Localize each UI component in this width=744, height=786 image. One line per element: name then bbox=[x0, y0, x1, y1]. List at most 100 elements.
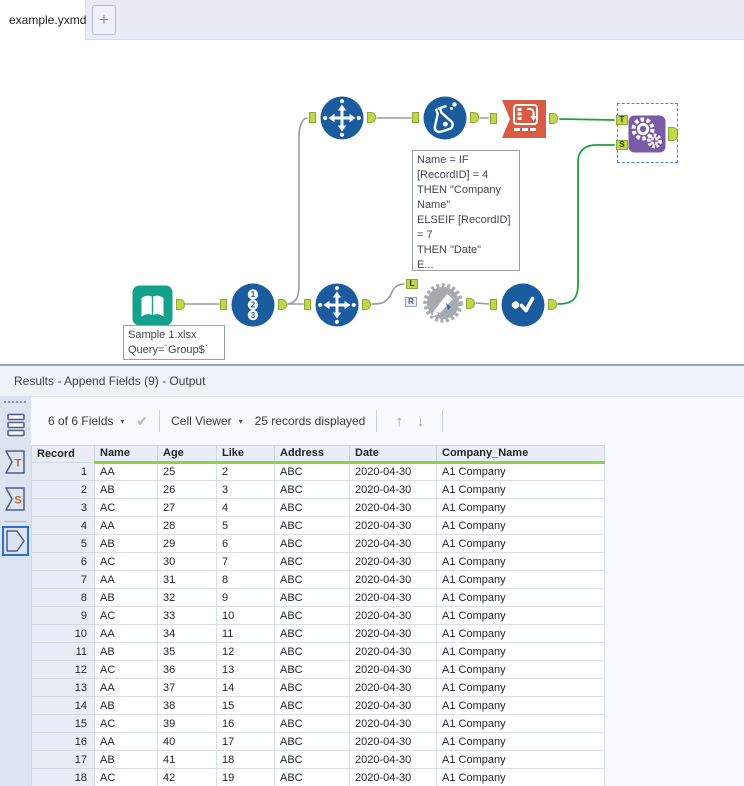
data-cell[interactable]: 28 bbox=[157, 516, 217, 535]
select-input-anchor[interactable] bbox=[490, 299, 497, 310]
data-cell[interactable]: A1 Company bbox=[436, 678, 605, 697]
data-cell[interactable]: AB bbox=[94, 534, 158, 553]
record-number-cell[interactable]: 2 bbox=[31, 480, 95, 499]
data-cell[interactable]: 2020-04-30 bbox=[349, 678, 437, 697]
data-cell[interactable]: AA bbox=[94, 570, 158, 589]
data-cell[interactable]: 18 bbox=[216, 750, 275, 769]
data-cell[interactable]: 2020-04-30 bbox=[349, 480, 437, 499]
record-id-tool[interactable]: 1 2 3 bbox=[231, 283, 275, 332]
cell-viewer-dropdown[interactable]: Cell Viewer ▾ bbox=[171, 414, 242, 428]
record-number-cell[interactable]: 8 bbox=[31, 588, 95, 607]
data-cell[interactable]: A1 Company bbox=[436, 714, 605, 733]
scroll-down-button[interactable]: ↓ bbox=[416, 412, 425, 430]
column-header-like[interactable]: Like bbox=[216, 445, 275, 464]
data-cell[interactable]: AA bbox=[94, 678, 158, 697]
data-cell[interactable]: 39 bbox=[157, 714, 217, 733]
column-header-company_name[interactable]: Company_Name bbox=[436, 445, 605, 464]
append-fields-output-anchor[interactable] bbox=[668, 127, 678, 141]
record-number-cell[interactable]: 6 bbox=[31, 552, 95, 571]
data-cell[interactable]: A1 Company bbox=[436, 552, 605, 571]
data-cell[interactable]: 2020-04-30 bbox=[349, 696, 437, 715]
t-input-anchor-button[interactable]: T bbox=[2, 447, 29, 477]
data-cell[interactable]: ABC bbox=[274, 768, 350, 786]
data-cell[interactable]: AB bbox=[94, 696, 158, 715]
data-cell[interactable]: A1 Company bbox=[436, 570, 605, 589]
transpose-bottom-input-anchor[interactable] bbox=[304, 299, 311, 310]
data-cell[interactable]: A1 Company bbox=[436, 588, 605, 607]
data-cell[interactable]: 2020-04-30 bbox=[349, 750, 437, 769]
data-cell[interactable]: A1 Company bbox=[436, 768, 605, 786]
record-number-cell[interactable]: 12 bbox=[31, 660, 95, 679]
data-cell[interactable]: 33 bbox=[157, 606, 217, 625]
append-fields-t-anchor[interactable]: T bbox=[616, 115, 628, 125]
data-cell[interactable]: AA bbox=[94, 516, 158, 535]
record-number-cell[interactable]: 4 bbox=[31, 516, 95, 535]
data-cell[interactable]: ABC bbox=[274, 750, 350, 769]
data-cell[interactable]: 10 bbox=[216, 606, 275, 625]
column-header-date[interactable]: Date bbox=[349, 445, 437, 464]
data-cell[interactable]: ABC bbox=[274, 714, 350, 733]
data-cell[interactable]: 2020-04-30 bbox=[349, 462, 437, 481]
data-cell[interactable]: 6 bbox=[216, 534, 275, 553]
data-cell[interactable]: 2020-04-30 bbox=[349, 534, 437, 553]
data-cell[interactable]: 2020-04-30 bbox=[349, 570, 437, 589]
record-number-cell[interactable]: 7 bbox=[31, 570, 95, 589]
data-cell[interactable]: ABC bbox=[274, 552, 350, 571]
data-cell[interactable]: AC bbox=[94, 768, 158, 786]
data-cell[interactable]: ABC bbox=[274, 462, 350, 481]
input-data-output-anchor[interactable] bbox=[176, 299, 185, 310]
data-cell[interactable]: 35 bbox=[157, 642, 217, 661]
data-cell[interactable]: 12 bbox=[216, 642, 275, 661]
data-cell[interactable]: 2020-04-30 bbox=[349, 624, 437, 643]
transpose-tool-bottom[interactable] bbox=[315, 283, 359, 332]
data-cell[interactable]: A1 Company bbox=[436, 516, 605, 535]
data-cell[interactable]: ABC bbox=[274, 480, 350, 499]
data-cell[interactable]: AC bbox=[94, 606, 158, 625]
grip-handle-icon[interactable] bbox=[4, 401, 26, 403]
record-number-cell[interactable]: 15 bbox=[31, 714, 95, 733]
crosstab-input-anchor[interactable] bbox=[490, 113, 497, 124]
new-tab-button[interactable]: + bbox=[92, 5, 116, 35]
data-cell[interactable]: ABC bbox=[274, 606, 350, 625]
data-cell[interactable]: 3 bbox=[216, 480, 275, 499]
data-cell[interactable]: ABC bbox=[274, 642, 350, 661]
data-cell[interactable]: 27 bbox=[157, 498, 217, 517]
column-header-name[interactable]: Name bbox=[94, 445, 158, 464]
find-replace-r-anchor[interactable]: R bbox=[405, 297, 417, 307]
data-cell[interactable]: ABC bbox=[274, 624, 350, 643]
data-cell[interactable]: 2020-04-30 bbox=[349, 588, 437, 607]
data-cell[interactable]: 13 bbox=[216, 660, 275, 679]
column-header-address[interactable]: Address bbox=[274, 445, 350, 464]
data-cell[interactable]: 37 bbox=[157, 678, 217, 697]
fields-dropdown[interactable]: 6 of 6 Fields ▾ bbox=[48, 414, 124, 428]
crosstab-output-anchor[interactable] bbox=[549, 113, 558, 124]
formula-output-anchor[interactable] bbox=[470, 112, 479, 123]
data-cell[interactable]: ABC bbox=[274, 660, 350, 679]
record-id-input-anchor[interactable] bbox=[220, 299, 227, 310]
data-cell[interactable]: ABC bbox=[274, 516, 350, 535]
data-cell[interactable]: 25 bbox=[157, 462, 217, 481]
data-cell[interactable]: AB bbox=[94, 642, 158, 661]
column-header-record[interactable]: Record bbox=[31, 445, 95, 463]
data-cell[interactable]: 17 bbox=[216, 732, 275, 751]
data-cell[interactable]: 2020-04-30 bbox=[349, 714, 437, 733]
data-cell[interactable]: 42 bbox=[157, 768, 217, 786]
data-cell[interactable]: 8 bbox=[216, 570, 275, 589]
data-cell[interactable]: AC bbox=[94, 552, 158, 571]
data-cell[interactable]: 26 bbox=[157, 480, 217, 499]
data-cell[interactable]: 2 bbox=[216, 462, 275, 481]
s-input-anchor-button[interactable]: S bbox=[2, 484, 29, 514]
data-cell[interactable]: 2020-04-30 bbox=[349, 642, 437, 661]
data-cell[interactable]: 30 bbox=[157, 552, 217, 571]
data-cell[interactable]: A1 Company bbox=[436, 624, 605, 643]
transpose-top-input-anchor[interactable] bbox=[309, 112, 316, 123]
